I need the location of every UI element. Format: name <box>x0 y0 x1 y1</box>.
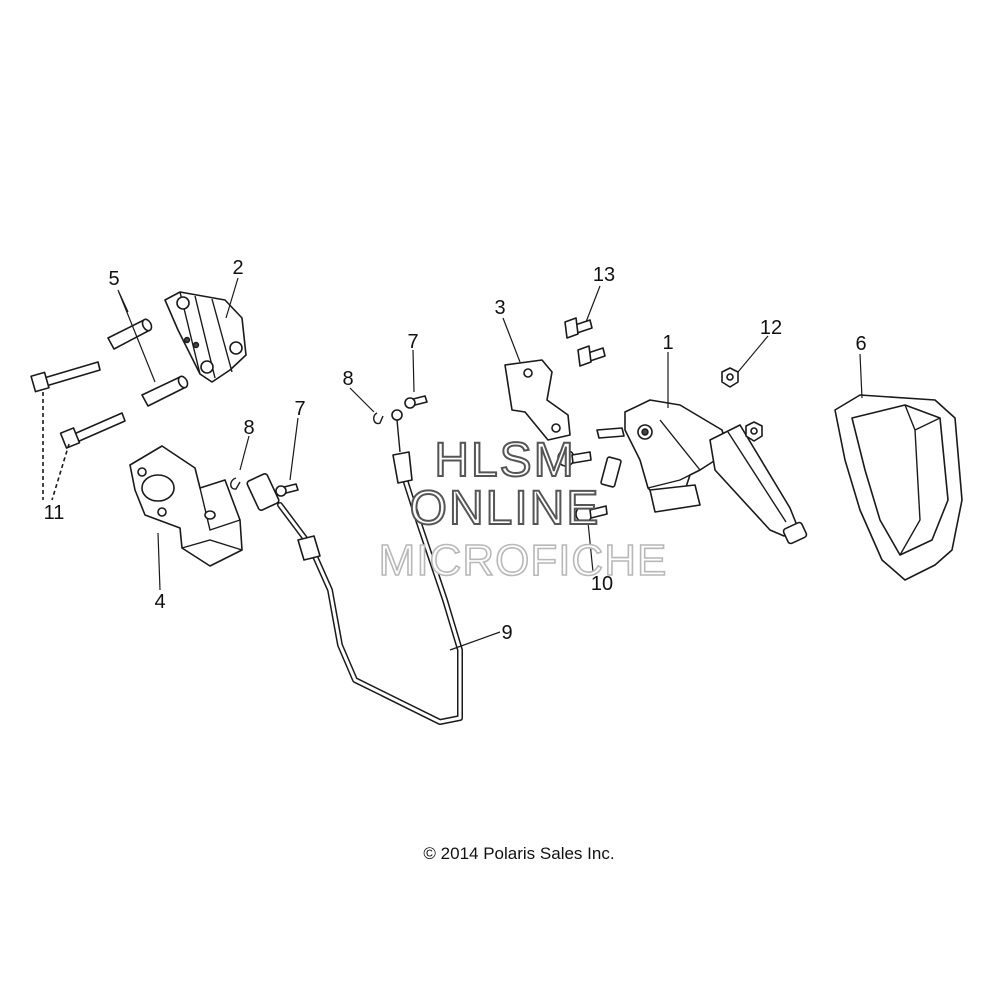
part-1-lever-assembly[interactable] <box>596 399 808 545</box>
part-6-boot[interactable] <box>834 394 963 581</box>
callout-12: 12 <box>760 317 782 339</box>
part-7-pin-right[interactable] <box>404 395 428 409</box>
part-3-plate[interactable] <box>504 359 571 441</box>
watermark-line-1: HLSM <box>434 434 575 487</box>
watermark: HLSM ONLINE MICROFICHE <box>378 433 668 586</box>
part-7-pin-left[interactable] <box>275 483 299 497</box>
part-12-nut-upper[interactable] <box>721 367 739 388</box>
callouts: 2 5 11 4 8 7 8 7 9 3 13 10 1 12 6 <box>44 257 867 644</box>
part-11-bolt-lower[interactable] <box>59 412 126 449</box>
callout-6: 6 <box>855 333 866 355</box>
callout-9: 9 <box>501 622 512 644</box>
callout-7-right: 7 <box>407 331 418 353</box>
part-8-clip-right[interactable] <box>373 412 384 425</box>
watermark-line-3: MICROFICHE <box>379 536 668 585</box>
callout-5: 5 <box>108 268 119 290</box>
part-4-bracket[interactable] <box>129 445 243 567</box>
callout-7-left: 7 <box>294 398 305 420</box>
callout-3: 3 <box>494 297 505 319</box>
callout-10: 10 <box>591 573 613 595</box>
callout-11: 11 <box>44 502 65 524</box>
leader-lines <box>42 277 863 651</box>
part-5-pin-lower[interactable] <box>141 375 189 407</box>
callout-8-right: 8 <box>342 368 353 390</box>
part-10-bolt-upper[interactable] <box>557 449 592 467</box>
callout-1: 1 <box>662 332 673 354</box>
part-9-brake-cable[interactable] <box>246 409 463 725</box>
part-13-bolt-upper[interactable] <box>564 317 593 339</box>
callout-2: 2 <box>232 257 243 279</box>
callout-13: 13 <box>593 264 615 286</box>
callout-8-left: 8 <box>243 417 254 439</box>
watermark-line-2: ONLINE <box>410 482 601 535</box>
part-2-caliper[interactable] <box>164 291 247 383</box>
part-10-bolt-lower[interactable] <box>575 505 608 523</box>
part-12-nut-lower[interactable] <box>745 421 763 442</box>
callout-4: 4 <box>154 591 165 613</box>
part-13-bolt-lower[interactable] <box>577 345 606 367</box>
copyright-text: © 2014 Polaris Sales Inc. <box>423 844 614 863</box>
part-8-clip-left[interactable] <box>230 477 241 490</box>
part-11-bolt-upper[interactable] <box>30 361 101 393</box>
